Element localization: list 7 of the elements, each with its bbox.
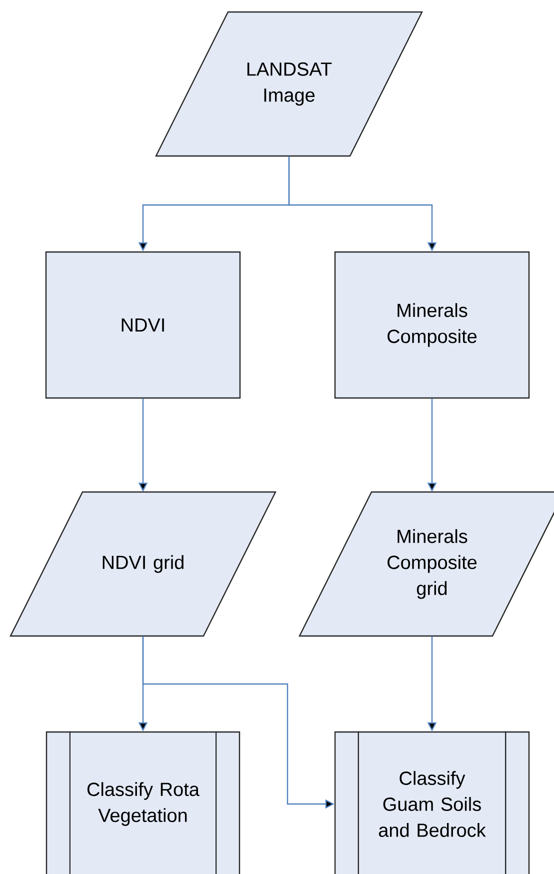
predefined-process-box: Classify Rota Vegetation	[46, 730, 240, 874]
data-parallelogram: LANDSAT Image	[155, 11, 423, 157]
data-parallelogram: Minerals Composite grid	[298, 491, 554, 637]
process-box: Minerals Composite	[334, 251, 530, 399]
process-box: NDVI	[45, 251, 241, 399]
predefined-process-box: Classify Guam Soils and Bedrock	[334, 730, 530, 874]
data-parallelogram: NDVI grid	[10, 491, 276, 637]
